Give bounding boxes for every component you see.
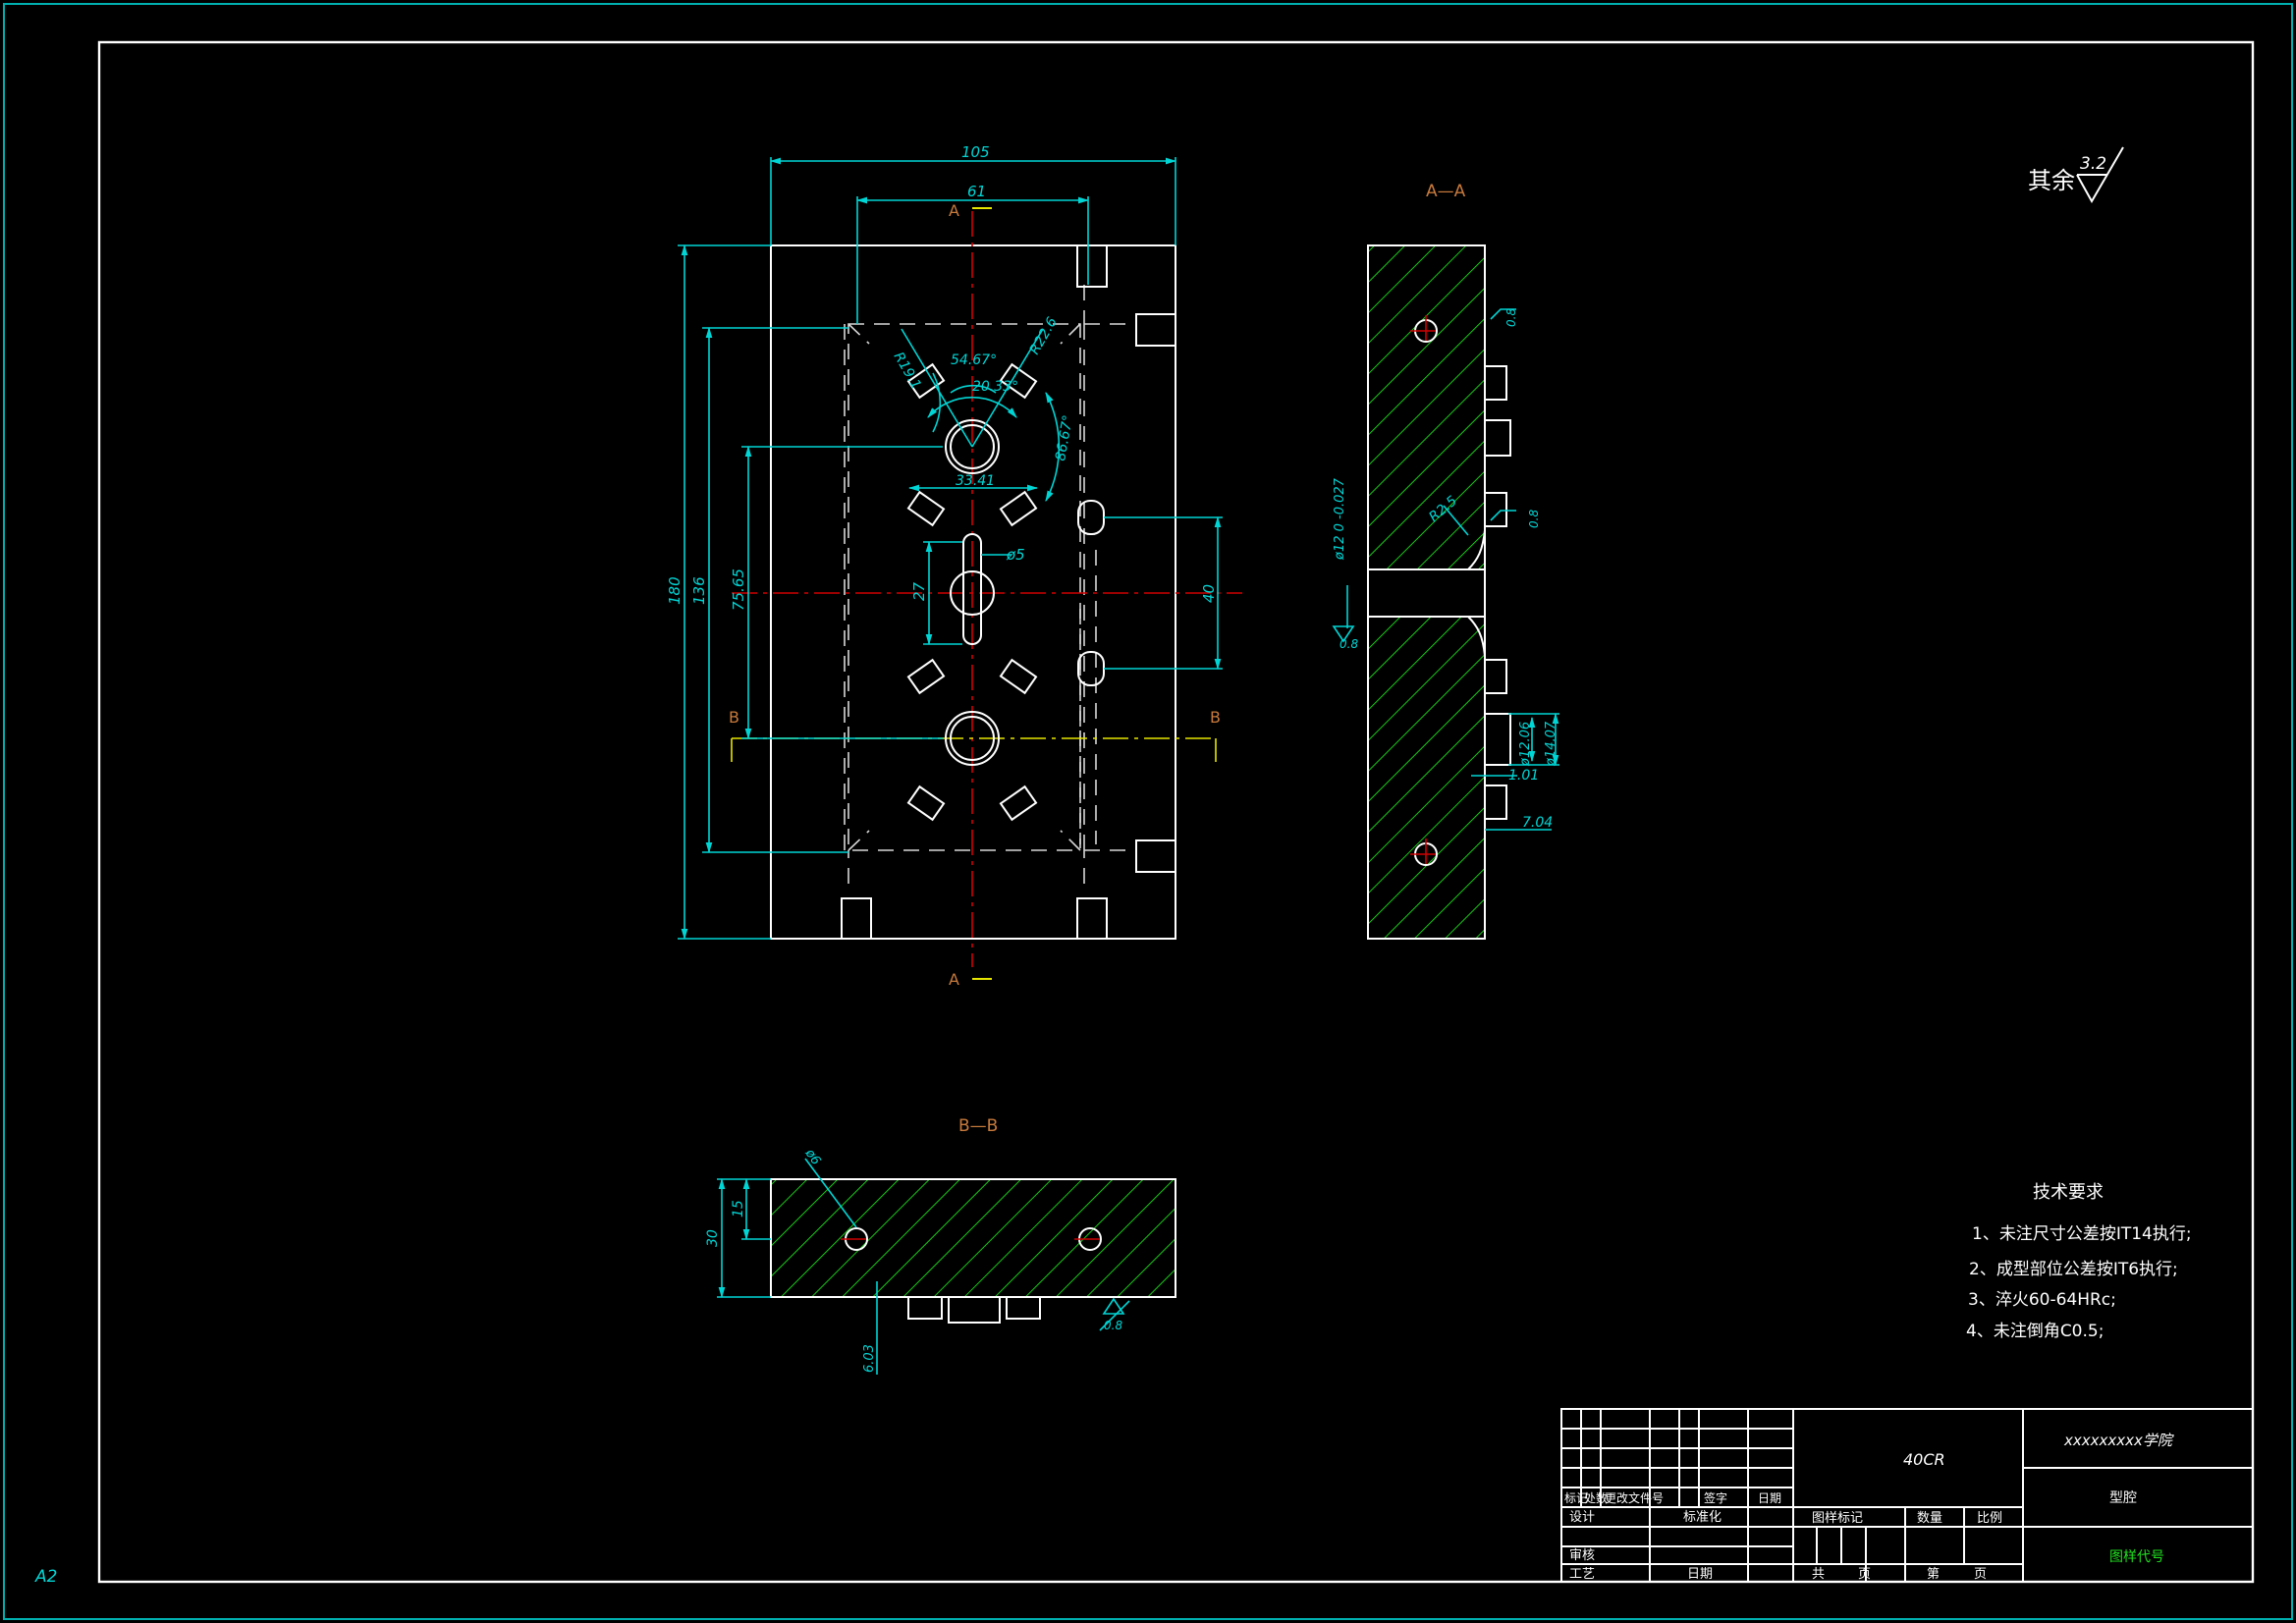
title-block: 标记 处数 更改文件号 签字 日期 设计 标准化 审核 工艺 日期 40CR 图…	[1560, 1408, 2254, 1583]
dim-radius-2: R22.6	[1027, 314, 1061, 357]
tb-header-count: 处数	[1584, 1490, 1608, 1505]
tb-standardize: 标准化	[1683, 1510, 1722, 1525]
tb-header-date: 日期	[1758, 1491, 1781, 1505]
tb-header-change-doc: 更改文件号	[1605, 1490, 1664, 1505]
tech-req-title: 技术要求	[2033, 1182, 2104, 1203]
section-aa-view: A—A	[1332, 182, 1559, 940]
sheet-size-label: A2	[34, 1567, 57, 1587]
section-aa-body	[1367, 244, 1486, 940]
cut-label-a-top: A	[949, 201, 959, 220]
tech-req-item: 3、淬火60-64HRc;	[1968, 1290, 2116, 1310]
tb-review: 审核	[1569, 1548, 1595, 1563]
tb-scale: 比例	[1977, 1511, 2002, 1526]
aa-diam-2: ø14.07	[1544, 721, 1558, 767]
dim-pitch-width: 61	[967, 183, 986, 200]
tb-total: 共	[1812, 1567, 1825, 1582]
aa-diam-1: ø12.06	[1518, 722, 1533, 767]
cut-label-b-left: B	[729, 708, 739, 727]
sprue-circle	[950, 570, 995, 616]
section-bb-body	[770, 1178, 1176, 1298]
dim-slot-length: 27	[910, 581, 928, 601]
bb-roughness: 0.8	[1104, 1319, 1122, 1332]
tb-sheet-word: 页	[1858, 1567, 1871, 1582]
cut-label-b-right: B	[1210, 708, 1221, 727]
aa-roughness-2: 0.8	[1527, 510, 1541, 528]
dim-radius-1: R19.1	[891, 350, 924, 392]
section-bb-title: B—B	[958, 1116, 998, 1136]
dim-overall-height: 180	[666, 576, 683, 605]
tb-sheet-word2: 页	[1974, 1567, 1987, 1582]
plate-outline	[770, 244, 1176, 940]
hidden-cavity	[847, 323, 1081, 851]
tb-date: 日期	[1687, 1567, 1713, 1582]
center-slot	[962, 533, 982, 645]
cavity-circle-top	[945, 419, 1000, 474]
tb-header-sign: 签字	[1704, 1490, 1727, 1505]
tb-quantity: 数量	[1917, 1511, 1942, 1526]
inner-border	[97, 40, 2255, 1584]
surface-finish-symbol: 其余 3.2	[2028, 146, 2124, 204]
tb-part-name: 型腔	[2109, 1490, 2137, 1506]
dim-pin-dia: ø5	[1006, 546, 1025, 564]
dim-pitch-height: 136	[690, 576, 708, 605]
surface-finish-label: 其余	[2028, 167, 2075, 194]
surface-finish-value: 3.2	[2080, 154, 2106, 174]
tech-requirements: 技术要求 1、未注尺寸公差按IT14执行; 2、成型部位公差按IT6执行; 3、…	[1966, 1182, 2192, 1341]
tb-design: 设计	[1569, 1510, 1595, 1525]
cut-label-a-bottom: A	[949, 970, 959, 989]
tech-req-item: 4、未注倒角C0.5;	[1966, 1322, 2104, 1341]
bb-half-thickness: 15	[731, 1200, 746, 1217]
aa-step-2: 7.04	[1522, 815, 1553, 831]
dim-center-offset: 75.65	[730, 568, 747, 611]
aa-bore: ø12 0 -0.027	[1333, 477, 1347, 561]
dim-chord: 33.41	[956, 473, 995, 489]
outer-border	[3, 3, 2293, 1620]
front-view: 105 61 180 136 75.65 27 40 ø5 R19.1 R22.…	[666, 143, 1242, 989]
aa-roughness-1: 0.8	[1504, 308, 1518, 327]
dim-angle-1: 54.67°	[951, 352, 997, 368]
tb-drawing-no: 图样代号	[2109, 1549, 2164, 1565]
tb-sheet-num: 第	[1927, 1567, 1940, 1582]
cavity-circle-bottom	[945, 711, 1000, 766]
bb-thickness: 30	[705, 1229, 721, 1247]
bb-depth: 6.03	[862, 1344, 877, 1373]
tb-school: xxxxxxxxx学院	[2063, 1432, 2174, 1449]
section-bb-view: B—B 30 15 ø6 6.03 0.8	[705, 1116, 1176, 1375]
tech-req-item: 1、未注尺寸公差按IT14执行;	[1972, 1224, 2192, 1244]
dim-angle-2: 20.33°	[972, 379, 1018, 395]
dim-pin-spacing: 40	[1200, 584, 1218, 603]
tb-header-mark: 标记	[1564, 1491, 1588, 1505]
section-aa-title: A—A	[1426, 182, 1466, 201]
aa-step-1: 1.01	[1508, 768, 1539, 784]
bb-hole: ø6	[801, 1146, 823, 1168]
tb-stage-mark: 图样标记	[1812, 1511, 1863, 1526]
tech-req-item: 2、成型部位公差按IT6执行;	[1969, 1260, 2178, 1279]
tb-process: 工艺	[1569, 1567, 1595, 1582]
tb-material: 40CR	[1903, 1450, 1945, 1469]
dim-overall-width: 105	[961, 143, 990, 161]
